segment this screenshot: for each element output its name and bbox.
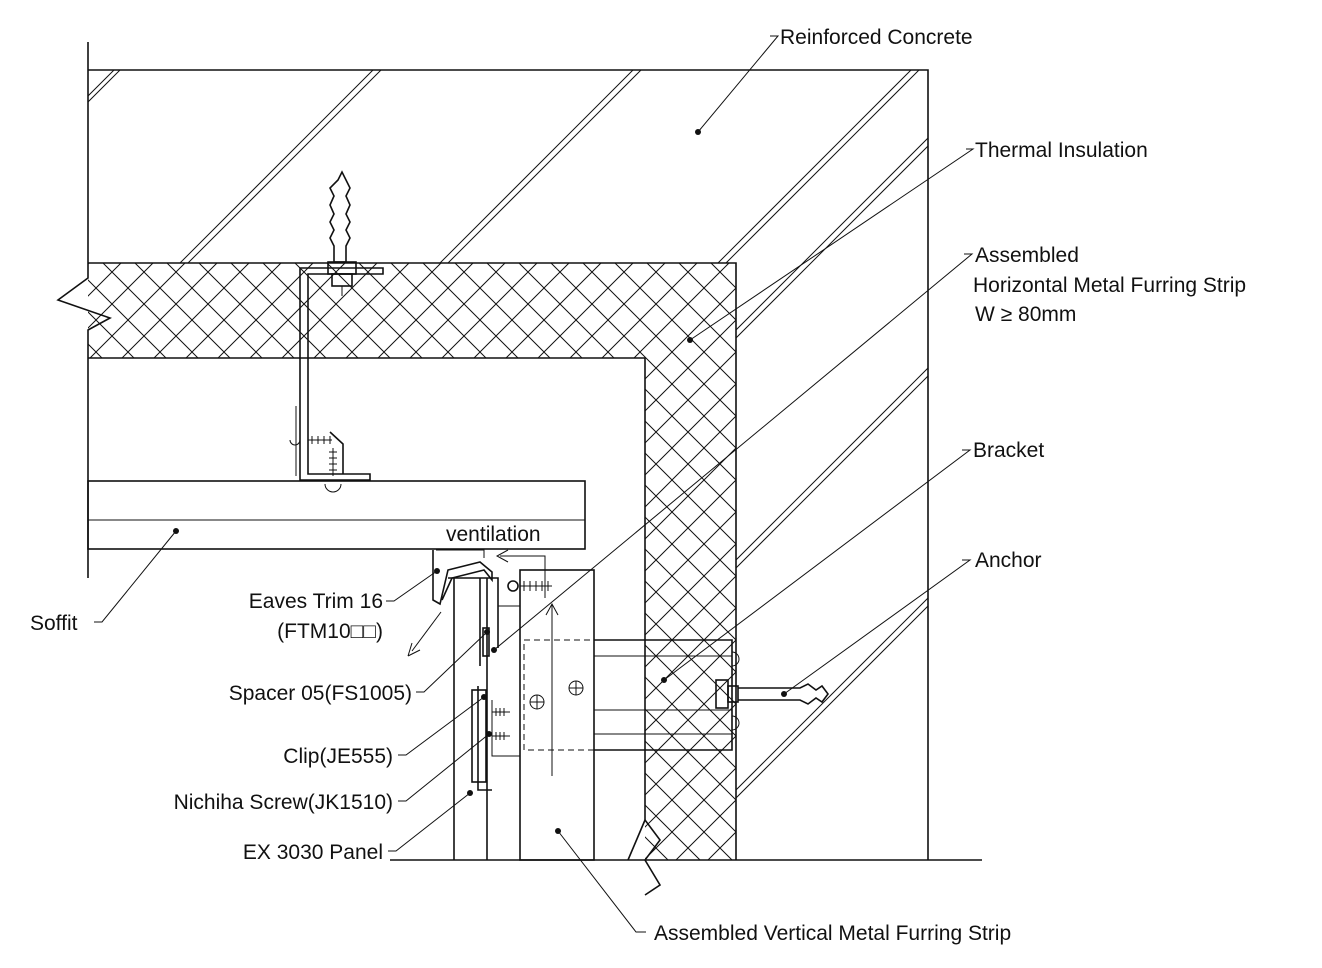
label-soffit: Soffit	[30, 612, 78, 635]
leader-lines	[94, 35, 975, 933]
bracket	[594, 639, 740, 751]
wall-anchor	[715, 679, 829, 709]
label-anchor: Anchor	[975, 549, 1042, 572]
label-panel: EX 3030 Panel	[243, 841, 383, 864]
label-spacer: Spacer 05(FS1005)	[229, 682, 412, 705]
label-clip: Clip(JE555)	[283, 745, 393, 768]
eaves-trim	[432, 549, 493, 606]
label-nichiha-screw: Nichiha Screw(JK1510)	[174, 791, 393, 814]
label-reinforced-concrete: Reinforced Concrete	[780, 26, 973, 49]
soffit-board	[87, 480, 586, 550]
label-thermal-insulation: Thermal Insulation	[975, 139, 1148, 162]
label-ventilation: ventilation	[446, 523, 541, 546]
label-vertical-strip: Assembled Vertical Metal Furring Strip	[654, 922, 1011, 945]
label-horizontal-strip-line3: W ≥ 80mm	[975, 303, 1076, 326]
nichiha-screws	[492, 580, 552, 740]
horizontal-furring-strip	[523, 639, 595, 751]
label-horizontal-strip-line2: Horizontal Metal Furring Strip	[973, 274, 1246, 297]
label-eaves-trim-line2: (FTM10□□)	[277, 620, 383, 643]
ceiling-hanger	[289, 170, 384, 493]
ex3030-panel	[448, 569, 595, 861]
ventilation-arrows	[407, 549, 559, 776]
label-eaves-trim-line1: Eaves Trim 16	[249, 590, 383, 613]
reinforced-concrete	[87, 69, 929, 860]
label-bracket: Bracket	[973, 439, 1044, 462]
label-horizontal-strip-line1: Assembled	[975, 244, 1079, 267]
